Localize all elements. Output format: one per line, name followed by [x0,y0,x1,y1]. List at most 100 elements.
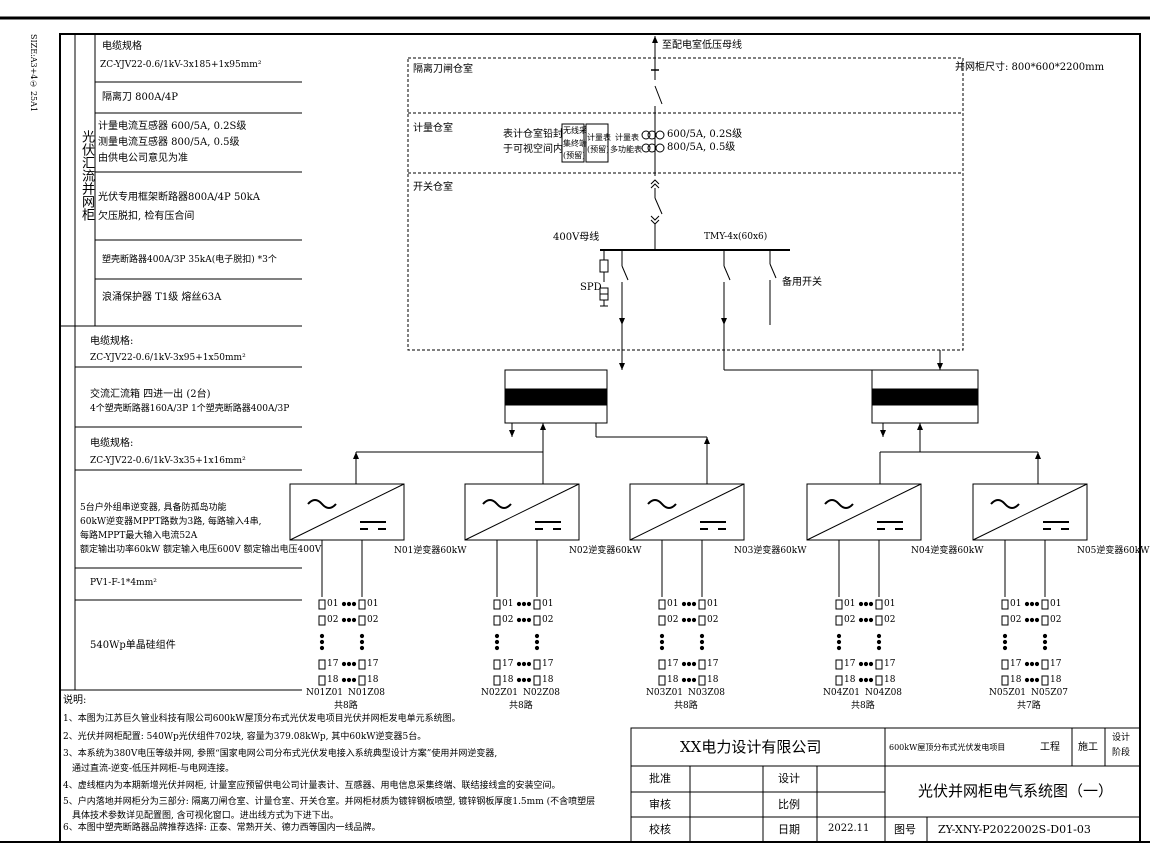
string-total-label: 共8路 [509,701,533,711]
pv-module-icon [1041,599,1049,610]
string-label-left: 02 [844,615,856,625]
cable-spec-1-title: 电缆规格 [102,41,142,52]
string-label-left: 01 [844,599,856,609]
inverter-box [629,483,745,541]
ellipsis-dot [494,633,500,639]
ellipsis-dot [359,645,365,651]
combiner-spec-2: 4个塑壳断路器160A/3P 1个塑壳断路器400A/3P [90,404,290,414]
pv-module-icon [1041,675,1049,686]
breaker-2-spec: 塑壳断路器400A/3P 35kA(电子脱扣) *3个 [102,255,277,265]
ct-measure-spec: 测量电流互感器 800/5A, 0.5级 [98,137,240,148]
note-1: 1、本图为江苏巨久管业科技有限公司600kW屋顶分布式光伏发电项目光伏并网柜发电… [63,714,461,724]
ellipsis-dot [526,617,532,623]
ellipsis-dot [341,617,347,623]
ellipsis-dot [699,639,705,645]
ellipsis-dot [1024,617,1030,623]
pv-module-icon [493,615,501,626]
string-label-right: 01 [367,599,379,609]
design-label: 设计 [778,772,800,785]
note-3b: 通过直流-逆变-低压并网柜-与电网连接。 [72,764,235,774]
pv-module-icon [533,599,541,610]
pv-module-icon [1041,615,1049,626]
pv-module-icon [493,675,501,686]
string-label-left: 01 [1010,599,1022,609]
wireless-terminal-3: (预留) [563,151,586,160]
pv-module-icon [875,615,883,626]
ct-note: 由供电公司意见为准 [98,153,188,164]
ellipsis-dot [863,661,869,667]
string-label-right: 18 [884,675,896,685]
ellipsis-dot [534,645,540,651]
string-label-left: 18 [502,675,514,685]
ellipsis-dot [521,601,527,607]
ellipsis-dot [534,639,540,645]
ellipsis-dot [1029,617,1035,623]
string-label-right: 01 [1050,599,1062,609]
string-label-right: 18 [542,675,554,685]
string-start-label: N04Z01 [823,688,861,698]
ellipsis-dot [516,677,522,683]
company-name: XX电力设计有限公司 [680,738,822,756]
ellipsis-dot [681,661,687,667]
string-total-label: 共8路 [674,701,698,711]
string-label-left: 18 [844,675,856,685]
pv-module-icon [698,675,706,686]
ellipsis-dot [863,677,869,683]
ellipsis-dot [359,639,365,645]
note-5: 5、户内落地并网柜分为三部分: 隔离刀闸仓室、计量仓室、开关仓室。并网柜材质为镀… [63,797,596,807]
pv-module-icon [1001,615,1009,626]
pv-module-icon [875,675,883,686]
string-label-right: 18 [367,675,379,685]
note-2: 2、光伏并网柜配置: 540Wp光伏组件702块, 容量为379.08kWp, … [63,732,427,742]
string-label-right: 02 [884,615,896,625]
ellipsis-dot [659,639,665,645]
ct-meter-spec: 计量电流互感器 600/5A, 0.2S级 [98,121,247,132]
ellipsis-dot [521,617,527,623]
string-label-left: 01 [327,599,339,609]
surge-spec: 浪涌保护器 T1级 熔丝63A [102,292,222,303]
ellipsis-dot [836,645,842,651]
meter-label-2: 多功能表 [610,145,642,154]
ellipsis-dot [341,601,347,607]
inverter-diagonal [972,483,1088,541]
ellipsis-dot [699,633,705,639]
pv-module-icon [493,599,501,610]
ellipsis-dot [876,639,882,645]
string-label-right: 02 [367,615,379,625]
ellipsis-dot [686,661,692,667]
inverter-box [972,483,1088,541]
string-label-right: 02 [1050,615,1062,625]
inverter-diagonal [806,483,922,541]
ct-label-1: 600/5A, 0.2S级 [667,129,743,140]
ellipsis-dot [868,617,874,623]
notes-title: 说明: [63,695,87,706]
ellipsis-dot [863,617,869,623]
module-spec: 540Wp单晶硅组件 [90,640,176,651]
pv-module-icon [318,675,326,686]
note-6: 6、本图中塑壳断路器品牌推荐选择: 正泰、常熟开关、德力西等国内一线品牌。 [63,823,381,833]
ellipsis-dot [1042,645,1048,651]
pv-module-icon [533,659,541,670]
spd-label: SPD [580,282,602,293]
wireless-terminal-2: 集终端 [563,139,587,148]
string-start-label: N02Z01 [481,688,519,698]
string-start-label: N01Z01 [306,688,344,698]
ellipsis-dot [858,617,864,623]
string-label-right: 17 [707,659,719,669]
stage-label-1: 设计 [1112,733,1131,743]
ellipsis-dot [351,677,357,683]
size-label: SIZE:A3+4① 25A1 [29,34,38,112]
pv-module-icon [835,675,843,686]
ac-symbol-icon [824,499,854,509]
inverter-box [289,483,405,541]
ellipsis-dot [1034,677,1040,683]
string-label-right: 17 [542,659,554,669]
pv-module-icon [1001,599,1009,610]
ellipsis-dot [494,639,500,645]
ellipsis-dot [516,661,522,667]
ellipsis-dot [858,677,864,683]
pv-module-icon [658,599,666,610]
pv-module-icon [835,615,843,626]
note-3: 3、本系统为380V电压等级并网, 参照“国家电网公司分布式光伏发电接入系统典型… [63,749,498,759]
ellipsis-dot [521,677,527,683]
